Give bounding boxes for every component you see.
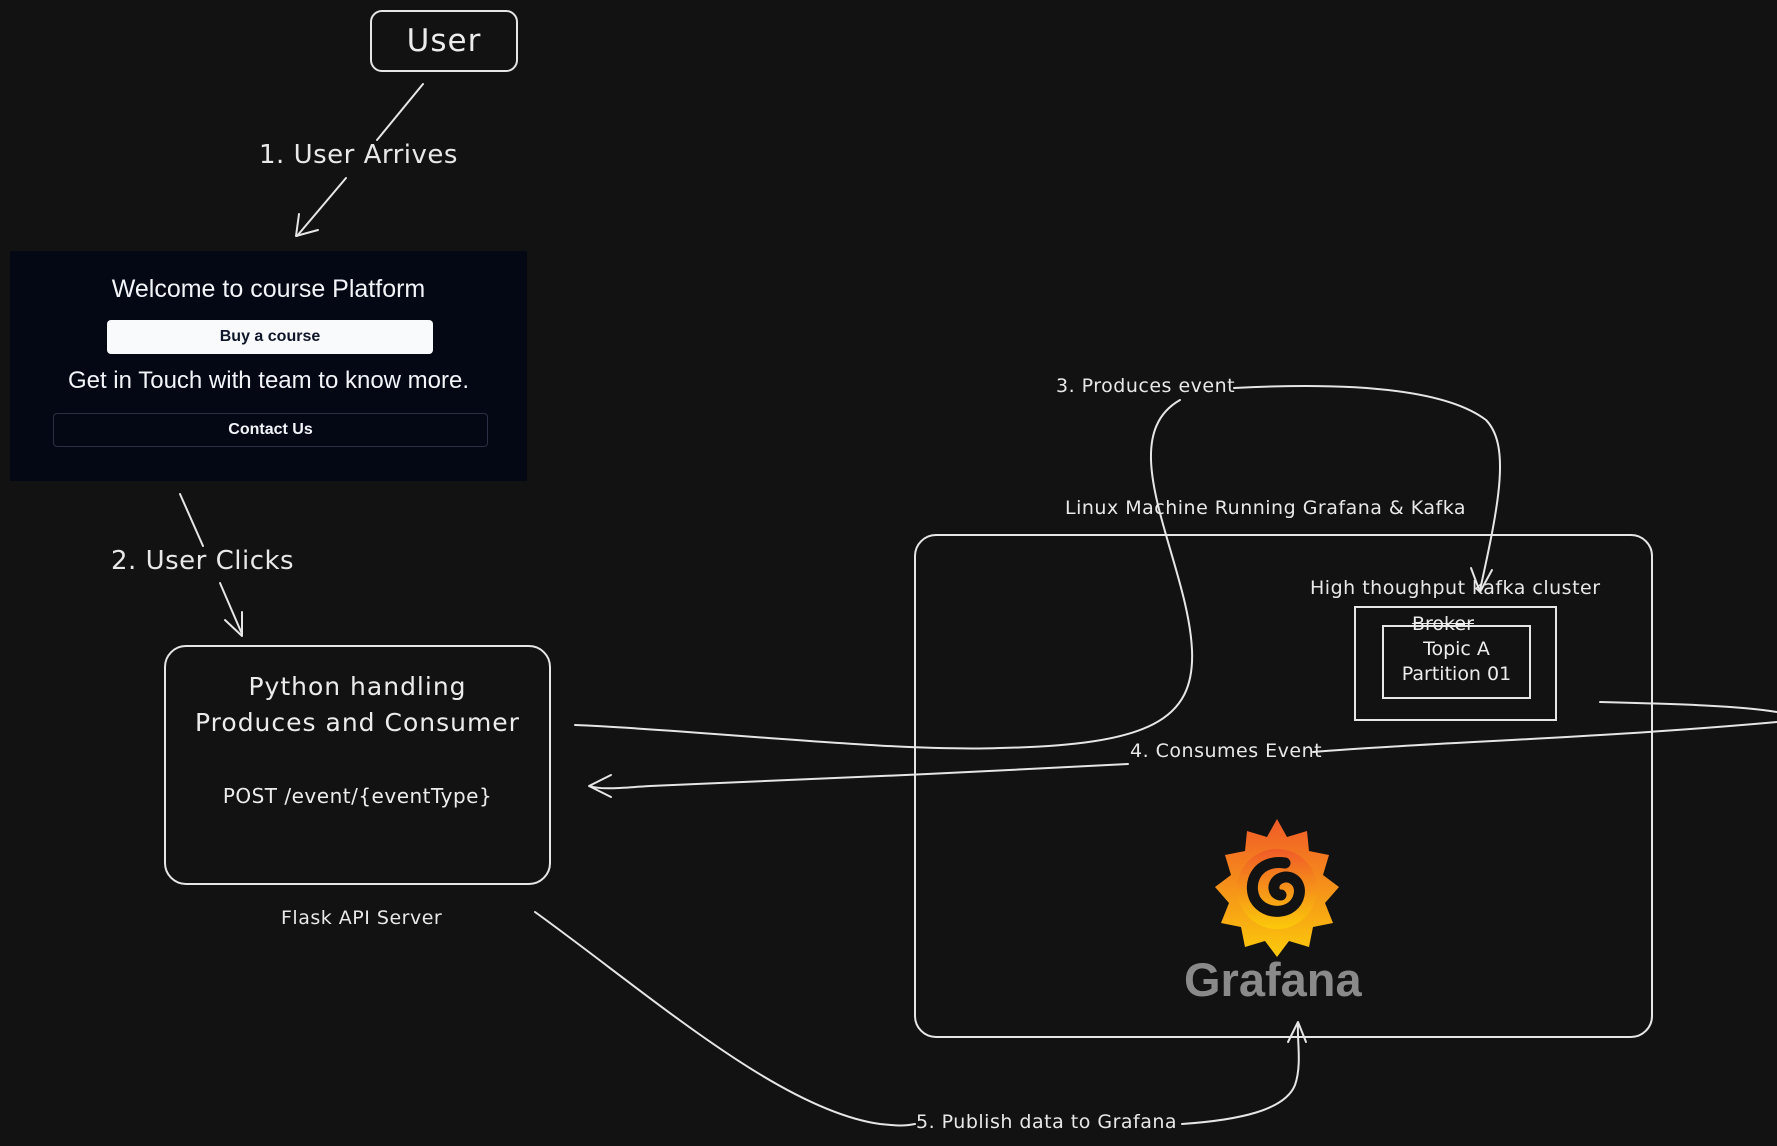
contact-prompt-text: Get in Touch with team to know more.: [67, 367, 470, 394]
python-title-line1: Python handling: [248, 672, 467, 701]
linux-machine-node: [914, 534, 1653, 1038]
edge-user-arrives-lower: [296, 177, 347, 237]
edge-produces-event-upper: [1233, 384, 1502, 591]
contact-us-button[interactable]: Contact Us: [53, 413, 488, 447]
edge-consumes-event-mid: [1312, 721, 1777, 753]
edge-user-clicks-upper: [179, 493, 204, 547]
edge-label-publish-grafana: 5. Publish data to Grafana: [916, 1111, 1178, 1133]
python-service-node: Python handling Produces and Consumer PO…: [164, 645, 551, 885]
linux-machine-label: Linux Machine Running Grafana & Kafka: [1065, 497, 1467, 519]
broker-label: Broker: [1412, 613, 1474, 635]
edge-produces-event: [574, 399, 1194, 750]
edge-label-user-arrives: 1. User Arrives: [259, 140, 458, 170]
edge-label-consumes-event: 4. Consumes Event: [1130, 740, 1323, 762]
topic-label: Topic A: [1423, 638, 1490, 660]
edge-publish-grafana-right: [1181, 1024, 1300, 1125]
edge-consumes-event-arrowhead: [588, 774, 612, 798]
partition-label: Partition 01: [1401, 663, 1512, 685]
edge-consumes-event-left: [589, 763, 1129, 790]
edge-publish-grafana-arrowhead: [1287, 1021, 1307, 1043]
edge-publish-grafana-left: [534, 911, 916, 1127]
python-title-line2: Produces and Consumer: [195, 708, 520, 737]
edge-consumes-event-right: [1599, 701, 1777, 713]
page-title: Welcome to course Platform: [111, 275, 426, 303]
kafka-cluster-node: [1354, 606, 1557, 721]
edge-user-arrives-arrowhead: [295, 213, 319, 237]
user-node: User: [370, 10, 518, 72]
kafka-cluster-label: High thoughput kafka cluster: [1310, 577, 1601, 599]
edge-user-clicks-lower: [219, 582, 243, 635]
edge-user-clicks-arrowhead: [224, 611, 243, 637]
user-label: User: [406, 23, 482, 59]
python-service-title: Python handling Produces and Consumer: [166, 669, 549, 741]
edge-label-user-clicks: 2. User Clicks: [111, 546, 295, 576]
edge-produces-event-arrowhead: [1470, 567, 1493, 593]
edge-label-produces-event: 3. Produces event: [1056, 375, 1236, 397]
course-platform-panel: Welcome to course Platform Buy a course …: [10, 251, 527, 481]
buy-course-button[interactable]: Buy a course: [107, 320, 433, 354]
flask-server-label: Flask API Server: [281, 907, 443, 929]
grafana-wordmark: Grafana: [1184, 953, 1362, 1006]
grafana-logo-icon: [1215, 819, 1339, 957]
topic-partition-node: Topic A Partition 01: [1382, 625, 1531, 699]
edge-user-arrives-upper: [376, 83, 424, 141]
api-endpoint-label: POST /event/{eventType}: [222, 784, 493, 808]
